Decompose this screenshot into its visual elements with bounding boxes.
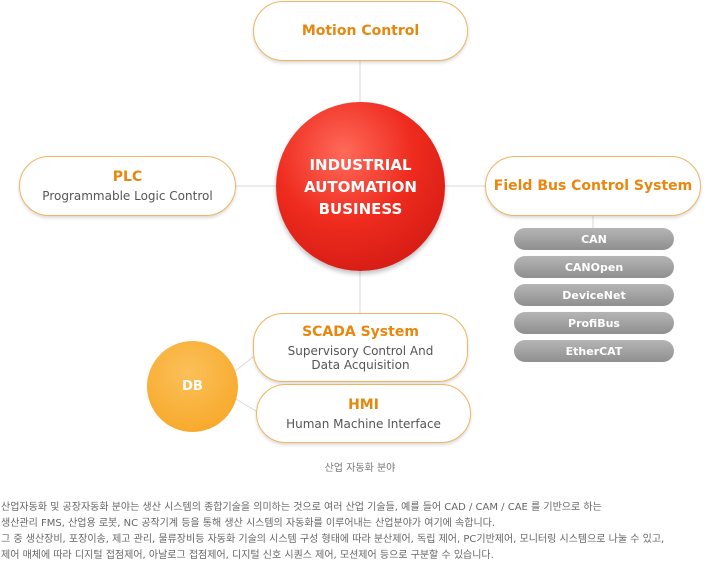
description-text: 산업자동화 및 공장자동화 분야는 생산 시스템의 종합기술을 의미하는 것으로… (1, 500, 719, 564)
center-line: BUSINESS (318, 199, 403, 218)
subtitle-line: Supervisory Control And (287, 343, 434, 358)
node-fieldbus: Field Bus Control System (485, 156, 701, 216)
node-hmi: HMI Human Machine Interface (256, 384, 471, 443)
node-title: Field Bus Control System (493, 177, 693, 194)
node-title: SCADA System (302, 323, 419, 340)
center-industrial-automation: INDUSTRIAL AUTOMATION BUSINESS (276, 102, 445, 271)
diagram-caption: 산업 자동화 분야 (324, 463, 396, 474)
description-line: 그 중 생산장비, 포장이송, 제고 관리, 물류장비등 자동화 기술의 시스템… (1, 534, 665, 545)
node-title: PLC (112, 169, 143, 185)
node-subtitle: Human Machine Interface (286, 416, 441, 431)
node-title: HMI (348, 396, 379, 413)
connector-db-hmi (233, 397, 257, 412)
protocol-item: ProfiBus (514, 312, 674, 334)
node-db: DB (147, 341, 238, 432)
protocol-item: CAN (514, 228, 674, 250)
connector-db-scada (233, 356, 254, 373)
description-line: 생산관리 FMS, 산업용 로봇, NC 공작기계 등을 통해 생산 시스템의 … (1, 518, 496, 529)
protocol-item: EtherCAT (514, 340, 674, 362)
node-scada: SCADA System Supervisory Control And Dat… (253, 313, 468, 382)
db-label: DB (182, 379, 203, 394)
center-line: INDUSTRIAL (309, 155, 412, 174)
node-subtitle: Programmable Logic Control (42, 189, 213, 203)
node-motion-control: Motion Control (253, 1, 468, 61)
node-title: Motion Control (301, 22, 420, 39)
protocol-item: DeviceNet (514, 284, 674, 306)
description-line: 산업자동화 및 공장자동화 분야는 생산 시스템의 종합기술을 의미하는 것으로… (1, 502, 602, 513)
node-subtitle: Supervisory Control And Data Acquisition (288, 344, 434, 372)
protocol-list: CAN CANOpen DeviceNet ProfiBus EtherCAT (514, 228, 674, 368)
node-plc: PLC Programmable Logic Control (19, 156, 236, 216)
center-line: AUTOMATION (304, 177, 417, 196)
protocol-item: CANOpen (514, 256, 674, 278)
description-line: 제어 매체에 따라 디지털 접점제어, 아날로그 접점제어, 디지털 신호 시퀀… (1, 550, 494, 561)
subtitle-line: Data Acquisition (311, 357, 410, 372)
